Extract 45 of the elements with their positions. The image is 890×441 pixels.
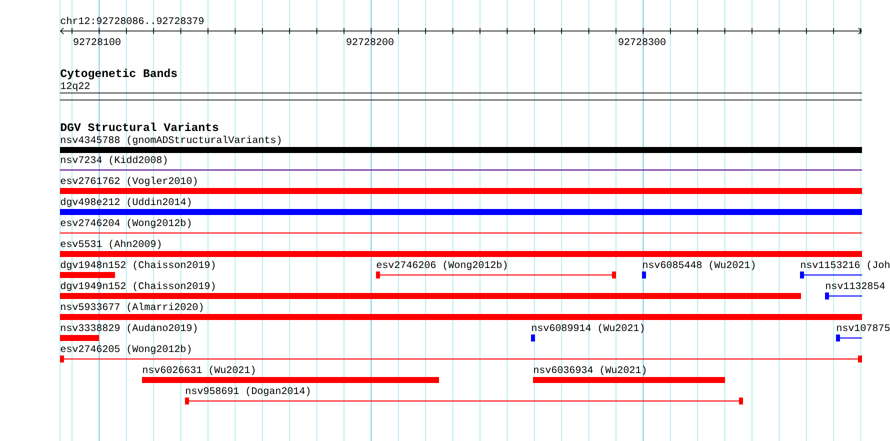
variant-feature: nsv6085448 (Wu2021) — [642, 260, 755, 278]
variant-feature: dgv1949n152 (Chaisson2019) — [60, 282, 802, 299]
variant-feature: nsv1153216 (Joh — [800, 260, 890, 278]
node-label: nsv6036934 (Wu2021) — [534, 366, 646, 376]
track-heading: Cytogenetic Bands — [60, 68, 177, 80]
ruler-tick-label: 92728200 — [346, 38, 394, 46]
node-label: dgv1949n152 (Chaisson2019) — [60, 282, 215, 292]
variant-feature: esv2746205 (Wong2012b) — [60, 344, 862, 362]
node-label: nsv3338829 (Audano2019) — [61, 324, 197, 334]
band-label: 12q22 — [60, 82, 90, 92]
variant-feature: nsv6036934 (Wu2021) — [533, 366, 726, 383]
variant-feature: nsv4345788 (gnomADStructuralVariants) — [60, 136, 862, 153]
node-label: esv2746206 (Wong2012b) — [376, 260, 507, 270]
ruler-tick-label: 92728100 — [74, 38, 120, 46]
node-label: esv2761762 (Vogler2010) — [60, 176, 197, 186]
variant-feature: esv2746206 (Wong2012b) — [376, 260, 616, 278]
variant-feature: esv2761762 (Vogler2010) — [60, 176, 862, 194]
node-label: nsv1132854 — [826, 282, 885, 290]
ruler-tick-label: 92728300 — [618, 38, 666, 46]
variant-feature: nsv6089914 (Wu2021) — [531, 324, 644, 342]
variant-feature: nsv7234 (Kidd2008) — [60, 156, 862, 170]
variant-feature: esv5531 (Ahn2009) — [60, 240, 862, 257]
node-label: dgv1948n152 (Chaisson2019) — [60, 260, 215, 270]
ruler-range: chr12:92728086..92728379 — [60, 16, 204, 24]
track-heading: DGV Structural Variants — [60, 122, 218, 132]
node-label: esv5531 (Ahn2009) — [60, 240, 161, 250]
node-label: nsv6089914 (Wu2021) — [532, 324, 644, 334]
node-label: nsv958691 (Dogan2014) — [186, 386, 310, 396]
variant-feature: nsv107875 — [836, 324, 890, 342]
variant-feature: esv2746204 (Wong2012b) — [60, 218, 862, 234]
node-label: nsv107875 — [837, 324, 890, 332]
variant-feature: nsv958691 (Dogan2014) — [184, 386, 744, 404]
node-label: nsv6026631 (Wu2021) — [143, 366, 255, 376]
node-label: esv2746205 (Wong2012b) — [60, 344, 191, 354]
variant-feature: dgv1948n152 (Chaisson2019) — [60, 260, 215, 278]
variant-feature: dgv498e212 (Uddin2014) — [60, 198, 862, 215]
node-label: nsv4345788 (gnomADStructuralVariants) — [61, 136, 281, 146]
variant-feature: nsv1132854 — [824, 282, 885, 300]
node-label: nsv6085448 (Wu2021) — [643, 260, 755, 270]
variant-feature: nsv5933677 (Almarri2020) — [60, 302, 862, 320]
variant-feature: nsv3338829 (Audano2019) — [60, 324, 197, 341]
node-label: nsv5933677 (Almarri2020) — [61, 302, 203, 312]
node-label: dgv498e212 (Uddin2014) — [60, 198, 191, 208]
variant-feature: nsv6026631 (Wu2021) — [142, 366, 439, 383]
node-label: nsv1153216 (Joh — [801, 260, 890, 270]
